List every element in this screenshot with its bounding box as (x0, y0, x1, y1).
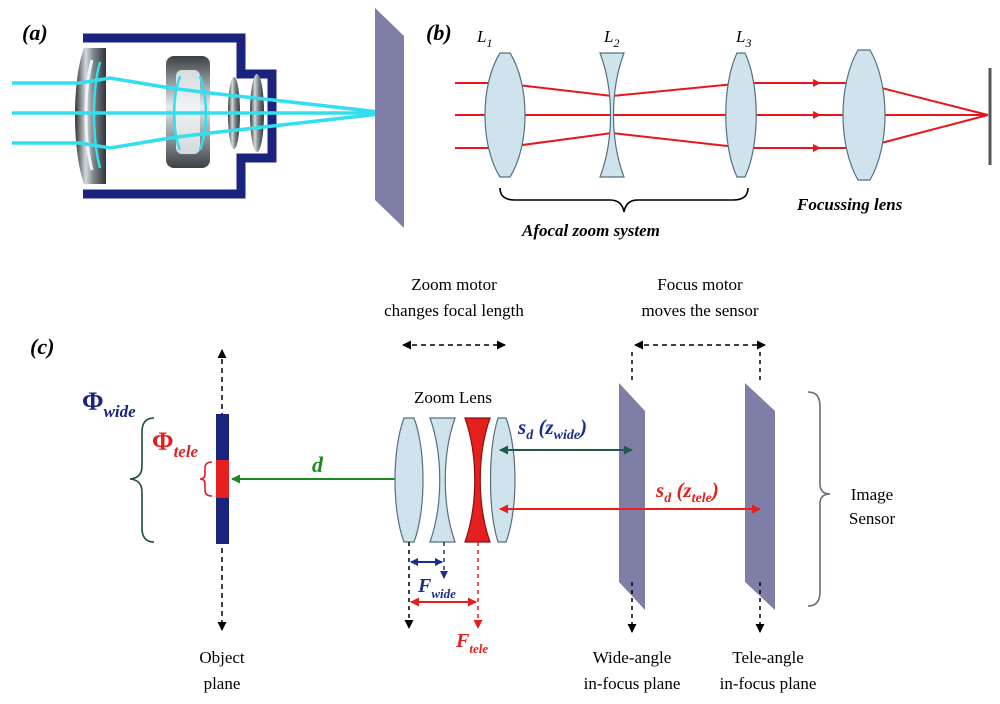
object-tele-bar (216, 460, 229, 498)
panel-c-label: (c) (30, 334, 54, 359)
image-sensor-bracket (807, 391, 831, 607)
f-tele-label: Ftele (455, 630, 488, 656)
panel-c: (c) Zoom motor changes focal length Focu… (30, 275, 895, 693)
panel-b: (b) L1 L2 L3 Afocal zoom system Focussin… (426, 20, 992, 240)
image-sensor-line1: Image (851, 485, 893, 504)
lens-l3 (725, 52, 757, 178)
afocal-brace (499, 187, 749, 213)
image-sensor-line2: Sensor (849, 509, 896, 528)
distance-d-label: d (312, 452, 324, 477)
tele-angle-sensor (745, 383, 775, 610)
lens-label-l1: L1 (476, 27, 492, 50)
phi-wide-brace (129, 417, 155, 543)
lens-label-l2: L2 (603, 27, 619, 50)
tele-plane-line1: Tele-angle (732, 648, 804, 667)
panel-a: (a) (12, 8, 404, 228)
panel-b-label: (b) (426, 20, 452, 45)
cyan-rays (12, 61, 389, 169)
lens-l2 (599, 52, 625, 178)
object-plane-line2: plane (204, 674, 241, 693)
zoom-lens-label: Zoom Lens (414, 388, 492, 407)
zoom-lens-element-2 (429, 417, 456, 543)
lens-housing (83, 33, 277, 199)
sd-tele-label: sd (ztele) (655, 478, 719, 506)
phi-wide-label: Φwide (82, 387, 136, 421)
focus-motor-line2: moves the sensor (641, 301, 758, 320)
object-plane-line1: Object (199, 648, 245, 667)
f-wide-label: Fwide (417, 575, 456, 601)
wide-plane-line1: Wide-angle (593, 648, 672, 667)
focusing-lens (842, 49, 886, 181)
zoom-lens-element-3-red (464, 417, 491, 543)
lens-l1 (484, 52, 526, 178)
focusing-label: Focussing lens (796, 195, 903, 214)
panel-a-label: (a) (22, 20, 48, 45)
image-plane-a (375, 8, 404, 228)
focus-motor-line1: Focus motor (657, 275, 743, 294)
tele-plane-line2: in-focus plane (720, 674, 817, 693)
zoom-lens-element-4 (489, 417, 516, 543)
lens-label-l3: L3 (735, 27, 751, 50)
zoom-motor-line1: Zoom motor (411, 275, 497, 294)
zoom-lens-element-1 (394, 417, 424, 543)
wide-angle-sensor (619, 383, 645, 610)
zoom-motor-line2: changes focal length (384, 301, 524, 320)
phi-tele-brace (199, 461, 213, 497)
front-lens-element (75, 48, 106, 184)
red-rays (455, 79, 989, 152)
phi-tele-label: Φtele (152, 427, 199, 461)
sd-wide-label: sd (zwide) (517, 415, 587, 443)
wide-plane-line2: in-focus plane (584, 674, 681, 693)
afocal-label: Afocal zoom system (521, 221, 660, 240)
